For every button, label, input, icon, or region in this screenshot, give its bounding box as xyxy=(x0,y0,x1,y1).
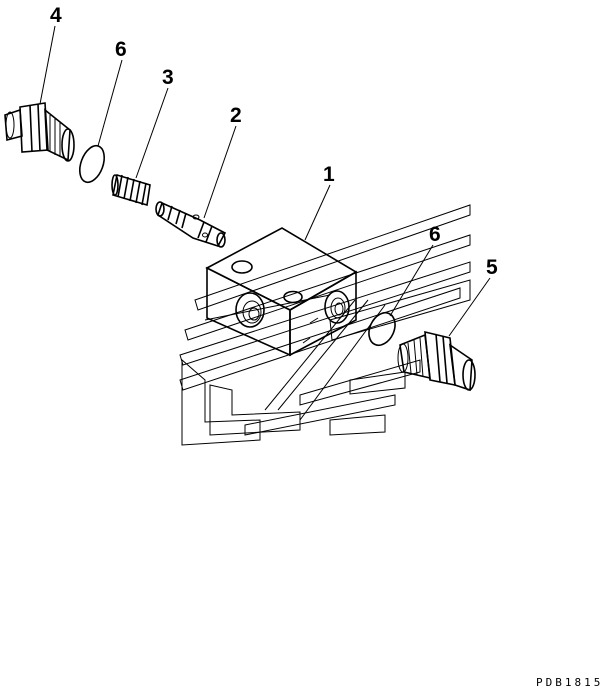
callout-4: 4 xyxy=(50,4,62,27)
o-ring-upper xyxy=(78,144,106,184)
plug-fitting-right xyxy=(397,330,476,392)
callout-6-upper: 6 xyxy=(115,38,127,61)
callout-1: 1 xyxy=(323,163,335,186)
callout-3: 3 xyxy=(162,66,174,89)
drawing-code: PDB1815 xyxy=(536,676,603,689)
plug-fitting-left xyxy=(4,102,75,162)
callout-5: 5 xyxy=(486,256,498,279)
valve-block xyxy=(205,227,358,357)
callout-6-lower: 6 xyxy=(429,223,441,246)
o-ring-lower xyxy=(368,311,396,347)
callout-2: 2 xyxy=(230,104,242,127)
spring xyxy=(111,173,151,207)
spool xyxy=(155,201,227,248)
leader-lines xyxy=(39,25,491,337)
